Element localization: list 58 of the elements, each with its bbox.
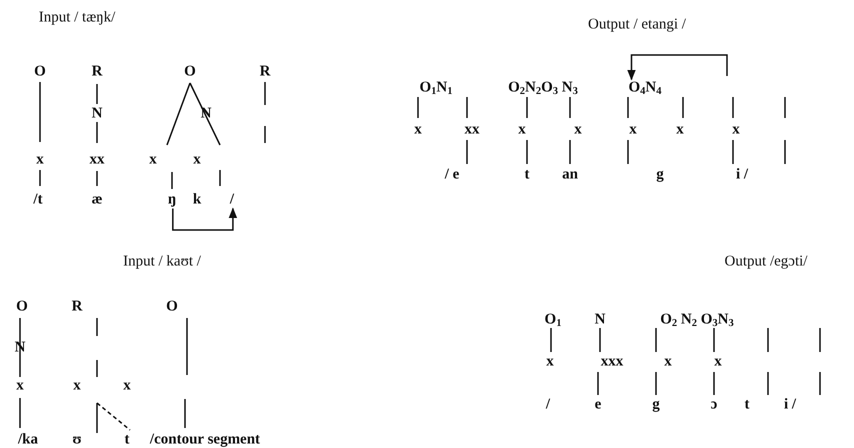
tier-symbol: x — [574, 122, 582, 138]
tier-symbol: xx — [464, 122, 480, 138]
tier-symbol: O — [34, 64, 46, 80]
tier-symbol: O$_{1}$ — [544, 312, 562, 328]
tier-symbol: /ka — [18, 432, 38, 448]
tier-symbol: x — [123, 378, 131, 394]
tier-symbol: t — [524, 168, 530, 182]
tier-symbol: xxx — [600, 354, 624, 370]
tier-symbol: k — [192, 192, 202, 208]
tier-symbol: i / — [784, 398, 796, 412]
tier-symbol: x — [676, 122, 684, 138]
tier-symbol: O — [184, 64, 196, 80]
tier-symbol: ɔ — [710, 398, 718, 412]
tier-symbol: / e — [444, 168, 460, 182]
tier-symbol: ʊ — [72, 432, 82, 448]
tier-symbol: O$_{4}$N$_{4}$ — [628, 80, 662, 96]
tier-symbol: t — [124, 432, 130, 448]
tier-symbol: x — [36, 152, 44, 168]
tier-symbol: x — [546, 354, 554, 370]
tier-symbol: x — [193, 152, 201, 168]
tier-symbol: R — [260, 64, 270, 80]
tier-symbol: x — [714, 354, 722, 370]
tier-symbol: g — [656, 168, 664, 182]
tier-symbol: x — [414, 122, 422, 138]
tier-symbol: /contour segment — [150, 432, 260, 448]
tier-symbol: t — [744, 398, 750, 412]
tier-symbol: æ — [92, 192, 102, 208]
tier-symbol: O$_{2}$N$_{2}$O$_{3}$ N$_{3}$ — [508, 80, 578, 96]
arrow — [172, 207, 238, 231]
tier-symbol: R — [72, 300, 82, 314]
tier-symbol: O$_{1}$N$_{1}$ — [420, 80, 452, 96]
tier-symbol: N — [594, 312, 606, 328]
tier-symbol: / — [546, 398, 550, 412]
tier-symbol: ŋ — [168, 192, 176, 208]
tier-symbol: x — [629, 122, 637, 138]
tier-symbol: x — [149, 152, 157, 168]
tier-symbol: xx — [90, 152, 104, 168]
heading: Input / tæŋk/ — [38, 10, 116, 26]
tier-symbol: O — [16, 300, 28, 314]
tier-symbol: /t — [33, 192, 43, 208]
tier-symbol: i / — [736, 168, 748, 182]
tier-symbol: x — [732, 122, 740, 138]
heading: Input / kaʊt / — [123, 254, 201, 270]
tier-symbol: g — [652, 398, 660, 412]
heading: Output /egɔti/ — [724, 254, 808, 270]
tier-symbol: x — [73, 378, 81, 394]
tier-symbol: x — [16, 378, 24, 394]
arrow — [627, 54, 728, 81]
tier-symbol: O — [166, 300, 178, 314]
heading: Output / etangi / — [588, 18, 686, 32]
tier-symbol: e — [594, 398, 602, 412]
tier-symbol: x — [518, 122, 526, 138]
tier-symbol: / — [230, 192, 234, 208]
tier-symbol: R — [92, 64, 102, 80]
tier-symbol: an — [562, 168, 578, 182]
tier-symbol: O$_{2}$ N$_{2}$ O$_{3}$N$_{3}$ — [660, 312, 734, 328]
tier-symbol: N — [92, 106, 102, 122]
tier-symbol: x — [664, 354, 672, 370]
